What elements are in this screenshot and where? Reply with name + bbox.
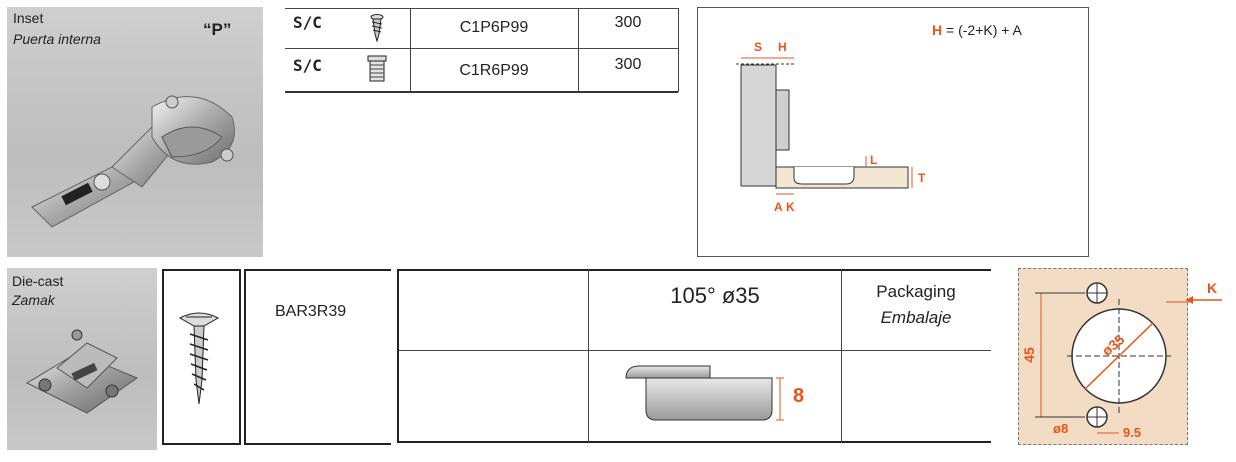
label-s: S <box>754 40 763 54</box>
drilling-drawing <box>1035 282 1189 434</box>
article-code: C1P6P99 <box>459 19 529 36</box>
overlay-drawing <box>736 57 913 195</box>
overlay-diagram: H = (-2+K) + A S H L T A K <box>697 7 1089 257</box>
hinge-image <box>31 95 235 228</box>
drill-k-label: K <box>1207 280 1218 296</box>
overlay-formula: H = (-2+K) + A <box>932 22 1022 38</box>
label-k: K <box>786 200 795 214</box>
hinge-badge: “P” <box>203 20 232 39</box>
hole-offset: 9.5 <box>1123 425 1142 440</box>
packaging-label-es: Embalaje <box>880 308 952 327</box>
dowel-icon <box>367 55 387 82</box>
quantity: 300 <box>614 14 642 31</box>
quantity: 300 <box>614 56 642 73</box>
cup-profile-icon <box>625 365 784 421</box>
article-code: C1R6P99 <box>459 62 529 79</box>
cup-depth: 8 <box>793 385 805 407</box>
plate-material-label: Die-cast <box>12 273 64 289</box>
plate-code: BAR3R39 <box>275 303 347 320</box>
drill-height: 45 <box>1020 347 1037 363</box>
packaging-label: Packaging <box>876 282 956 301</box>
plate-photo-panel: Die-cast Zamak <box>7 268 157 450</box>
label-t: T <box>918 171 926 185</box>
fixing-type: S/C <box>293 56 322 75</box>
hinge-type-label: Inset <box>13 10 44 26</box>
fixing-type: S/C <box>293 13 322 32</box>
label-h: H <box>778 40 787 54</box>
drilling-diagram: 45 ø35 ø8 9.5 <box>1018 268 1189 445</box>
cup-angle-diameter: 105° ø35 <box>670 283 760 308</box>
k-arrow-icon <box>1186 296 1222 304</box>
label-l: L <box>870 153 878 167</box>
hinge-photo-panel: Inset Puerta interna “P” <box>7 7 263 257</box>
screw-icon <box>370 14 384 42</box>
screw-icon <box>178 312 220 405</box>
plate-material-label-es: Zamak <box>12 292 55 308</box>
hinge-type-label-es: Puerta interna <box>13 31 101 47</box>
label-a: A <box>774 200 783 214</box>
plate-image <box>25 329 139 414</box>
hole-diameter: ø8 <box>1053 421 1069 436</box>
